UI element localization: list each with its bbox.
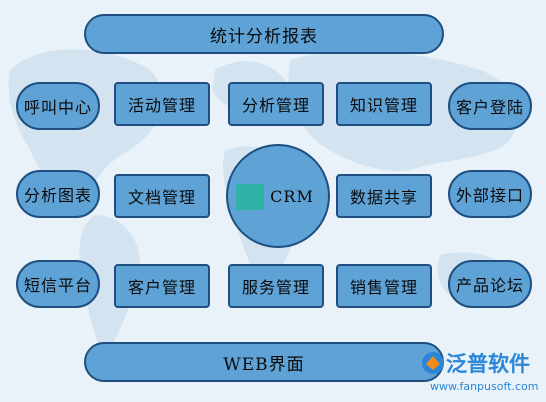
watermark-brand: 泛普软件 <box>446 352 530 376</box>
brand-logo-icon <box>422 352 444 374</box>
bottom-banner-label: WEB界面 <box>223 354 305 375</box>
grid-node-sales-management: 销售管理 <box>336 264 432 308</box>
watermark: 泛普软件 www.fanpusoft.com <box>420 346 544 400</box>
grid-node-document-management: 文档管理 <box>114 174 210 218</box>
center-label: CRM <box>270 186 314 206</box>
left-node-sms-platform: 短信平台 <box>16 260 100 308</box>
grid-node-label: 文档管理 <box>127 188 196 207</box>
right-node-product-forum: 产品论坛 <box>448 260 532 308</box>
grid-node-data-sharing: 数据共享 <box>336 174 432 218</box>
grid-node-customer-management: 客户管理 <box>114 264 210 308</box>
right-node-label: 客户登陆 <box>455 98 524 117</box>
grid-node-label: 知识管理 <box>349 96 418 115</box>
left-node-label: 分析图表 <box>23 186 92 205</box>
bottom-banner: WEB界面 <box>84 342 444 382</box>
right-node-label: 产品论坛 <box>455 276 524 295</box>
top-banner-label: 统计分析报表 <box>210 26 318 47</box>
grid-node-knowledge-management: 知识管理 <box>336 82 432 126</box>
right-node-label: 外部接口 <box>455 186 524 205</box>
grid-node-label: 数据共享 <box>349 188 418 207</box>
grid-node-activity-management: 活动管理 <box>114 82 210 126</box>
grid-node-label: 客户管理 <box>127 278 196 297</box>
right-node-external-interface: 外部接口 <box>448 170 532 218</box>
center-crm-node: CRM <box>226 144 330 248</box>
crm-highlight <box>236 184 264 210</box>
grid-node-label: 服务管理 <box>241 278 310 297</box>
grid-node-label: 销售管理 <box>349 278 418 297</box>
grid-node-analysis-management: 分析管理 <box>228 82 324 126</box>
watermark-url: www.fanpusoft.com <box>430 380 539 393</box>
right-node-customer-login: 客户登陆 <box>448 82 532 130</box>
top-banner: 统计分析报表 <box>84 14 444 54</box>
left-node-call-center: 呼叫中心 <box>16 82 100 130</box>
grid-node-label: 分析管理 <box>241 96 310 115</box>
left-node-label: 呼叫中心 <box>23 98 92 117</box>
grid-node-service-management: 服务管理 <box>228 264 324 308</box>
grid-node-label: 活动管理 <box>127 96 196 115</box>
left-node-label: 短信平台 <box>23 276 92 295</box>
left-node-analysis-charts: 分析图表 <box>16 170 100 218</box>
